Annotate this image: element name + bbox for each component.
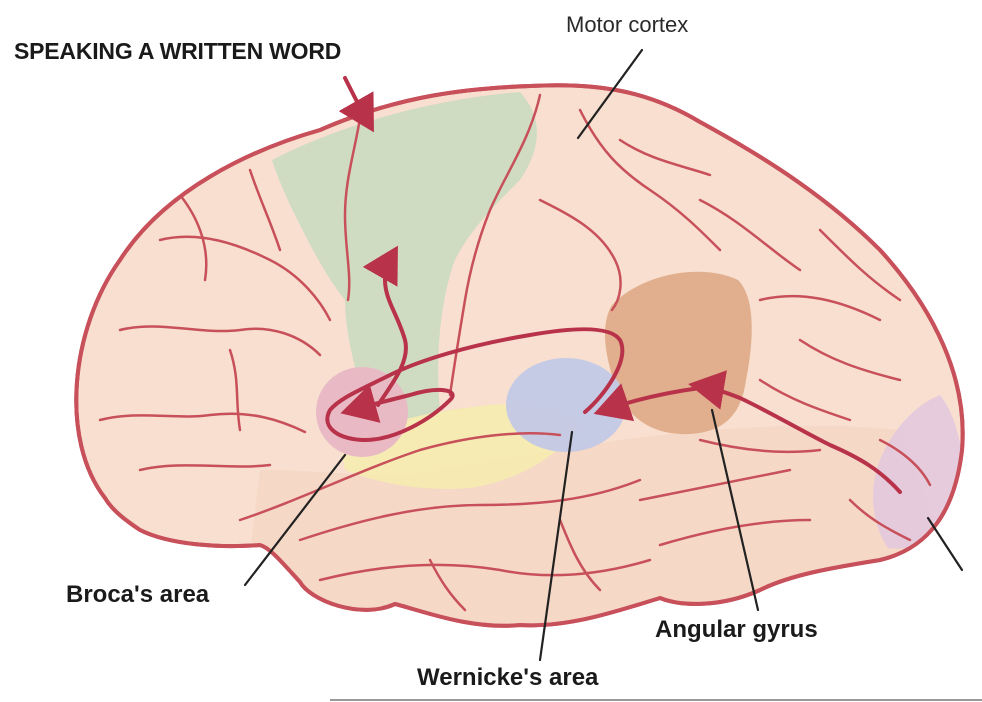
label-motor-cortex: Motor cortex [566, 14, 688, 36]
label-wernickes-area: Wernicke's area [417, 666, 598, 690]
leader-visual-cortex [928, 518, 962, 570]
label-angular-gyrus: Angular gyrus [655, 618, 818, 642]
wernickes-area-region [506, 358, 626, 452]
diagram-heading: SPEAKING A WRITTEN WORD [14, 40, 341, 63]
label-brocas-area: Broca's area [66, 583, 209, 607]
